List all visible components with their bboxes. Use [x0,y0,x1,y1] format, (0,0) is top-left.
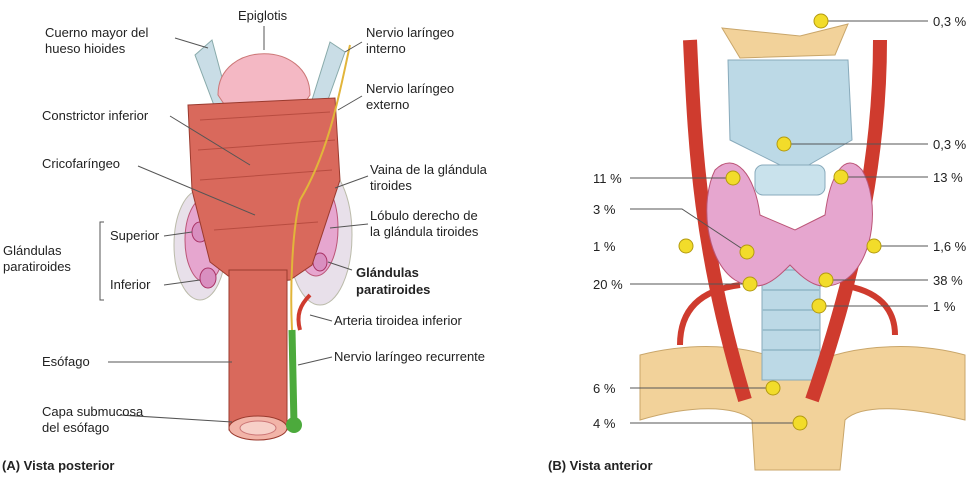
thyroid-cartilage [728,60,852,170]
pct-left-3: 3 % [593,202,616,217]
marker-13 [834,170,848,184]
label-sheath-1: Vaina de la glándula [370,162,488,177]
label-parathyroid-group-2: paratiroides [3,259,71,274]
esophagus-lumen [240,421,276,435]
pct-top-right: 0,3 % [933,14,967,29]
label-inferior-thyroid-artery: Arteria tiroidea inferior [334,313,463,328]
label-hyoid-2: hueso hioides [45,41,126,56]
caption-panel-a: (A) Vista posterior [2,458,114,473]
marker-1-6 [867,239,881,253]
pct-right-1: 1 % [933,299,956,314]
pct-left-1: 1 % [593,239,616,254]
pct-left-20: 20 % [593,277,623,292]
label-inferior-constrictor: Constrictor inferior [42,108,149,123]
marker-1-left [679,239,693,253]
label-internal-nerve-2: interno [366,41,406,56]
label-sheath-2: tiroides [370,178,412,193]
marker-0-3-mid [777,137,791,151]
hyoid-bone [722,24,848,58]
label-submucosa-1: Capa submucosa [42,404,144,419]
marker-20 [743,277,757,291]
label-inferior: Inferior [110,277,151,292]
pct-right-13: 13 % [933,170,963,185]
recurrent-nerve-node [286,417,302,433]
label-right-lobe-2: la glándula tiroides [370,224,479,239]
label-external-nerve-1: Nervio laríngeo [366,81,454,96]
label-recurrent-nerve: Nervio laríngeo recurrente [334,349,485,364]
label-cricopharyngeus: Cricofaríngeo [42,156,120,171]
marker-4 [793,416,807,430]
parathyroid-inferior [200,268,216,288]
label-external-nerve-2: externo [366,97,409,112]
marker-6 [766,381,780,395]
recurrent-nerve-shape [292,330,294,425]
marker-38 [819,273,833,287]
marker-1-right [812,299,826,313]
esophagus-tube [229,270,287,430]
label-submucosa-2: del esófago [42,420,109,435]
pct-mid-right: 0,3 % [933,137,967,152]
pct-right-38: 38 % [933,273,963,288]
label-parathyroid-bold-1: Glándulas [356,265,419,280]
marker-3 [740,245,754,259]
label-parathyroid-group-1: Glándulas [3,243,62,258]
label-internal-nerve-1: Nervio laríngeo [366,25,454,40]
pct-left-4: 4 % [593,416,616,431]
marker-0-3-top [814,14,828,28]
label-esophagus: Esófago [42,354,90,369]
label-hyoid-1: Cuerno mayor del [45,25,148,40]
pct-right-1-6: 1,6 % [933,239,967,254]
label-right-lobe-1: Lóbulo derecho de [370,208,478,223]
label-superior: Superior [110,228,160,243]
marker-11 [726,171,740,185]
cricoid-cartilage [755,165,825,195]
label-parathyroid-bold-2: paratiroides [356,282,430,297]
label-epiglottis: Epiglotis [238,8,288,23]
caption-panel-b: (B) Vista anterior [548,458,653,473]
pct-left-11: 11 % [593,171,622,186]
pct-left-6: 6 % [593,381,616,396]
